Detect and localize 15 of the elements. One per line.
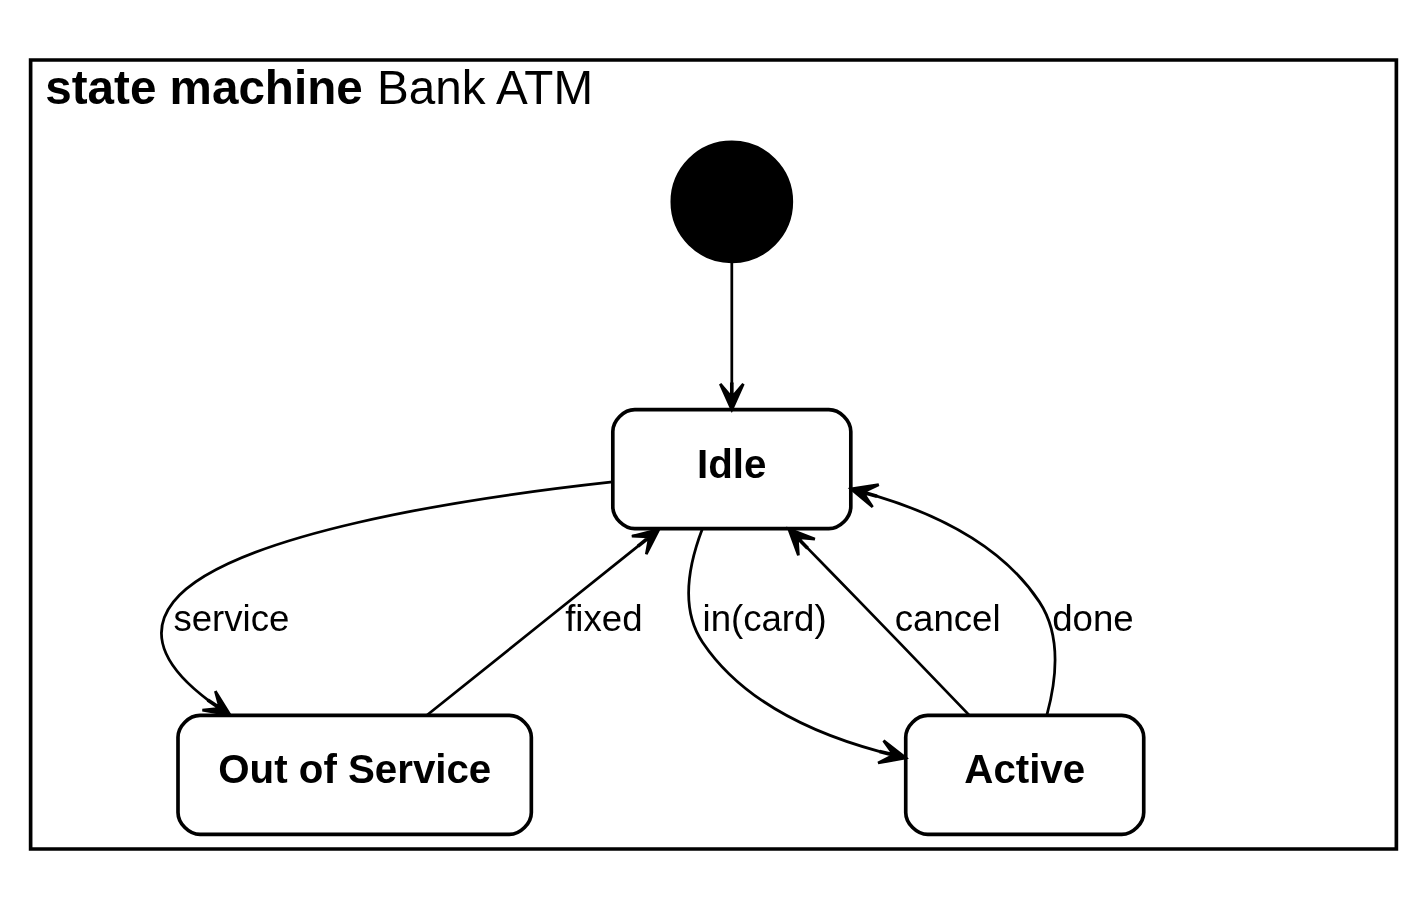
edge-label: cancel (894, 597, 1001, 639)
node-circle (670, 140, 794, 263)
arrow (718, 261, 745, 411)
node-box: Idle (610, 407, 853, 530)
edge-label: fixed (565, 597, 643, 639)
edge-label: done (1052, 597, 1134, 639)
edge-label: service (173, 597, 290, 639)
arrow (687, 528, 908, 764)
arrow (160, 479, 613, 716)
arrow (849, 482, 1057, 715)
node-box: Out of Service (176, 713, 534, 836)
edge-label: in(card) (702, 597, 827, 639)
arrow (787, 527, 971, 716)
node-box: Active (903, 713, 1146, 836)
arrow (426, 527, 661, 716)
